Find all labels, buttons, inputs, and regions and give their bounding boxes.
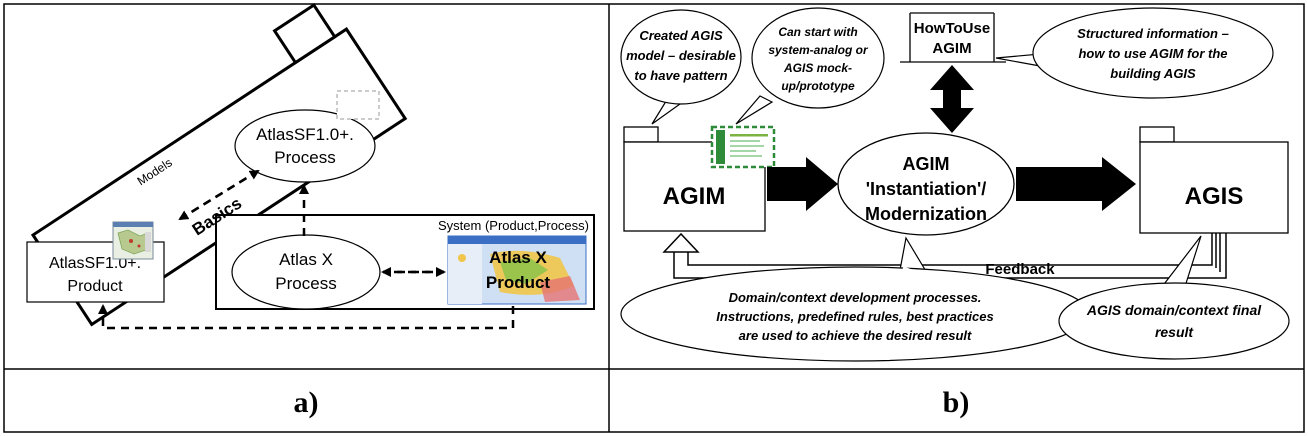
placeholder-image [336,90,380,120]
models-label: Models [135,155,175,188]
center-line3: Modernization [865,204,987,224]
product-feedback-line [98,304,515,330]
prototype-thumbnail [710,125,776,169]
sf-product-line2: Product [67,278,123,295]
agis-package [1139,126,1289,234]
bubble-structured-line3: building AGIS [1110,66,1196,81]
bubble-created-line1: Created AGIS [639,28,723,43]
atlas-process-line1: Atlas X [279,250,333,269]
sf-process-ellipse [234,109,376,183]
bubble-created-line2: model – desirable [626,48,736,63]
sf-process-line2: Process [274,148,335,167]
arrow-agim-to-center [767,157,838,211]
basics-arrow-back [179,169,260,221]
howto-line2: AGIM [932,40,971,57]
caption-b: b) [943,386,970,419]
bubble-domain-line2: Instructions, predefined rules, best pra… [716,309,993,324]
panel-a: Models System (Product,Process) AtlasSF1… [26,2,595,330]
bubble-start-line3: AGIS mock- [783,61,852,75]
bubble-start-line1: Can start with [778,25,857,39]
bubble-final-line1: AGIS domain/context final [1086,302,1262,318]
models-tab [272,2,337,65]
arrow-center-to-agis [1016,157,1136,211]
atlas-product-line1: Atlas X [489,248,547,267]
bubble-final-line2: result [1155,324,1194,340]
atlas-product-line2: Product [486,273,551,292]
howto-line1: HowToUse [914,20,990,37]
bubble-structured [995,7,1274,99]
bubble-domain [620,236,1090,362]
bubble-created [620,9,742,125]
atlas-product-screenshot [447,235,587,305]
howto-double-arrow [930,65,974,133]
panel-b: AGIM AGIS AGIM 'Instantiation'/ Moderniz… [620,7,1290,362]
agis-label: AGIS [1185,183,1244,210]
bubble-start-line4: up/prototype [781,79,855,93]
sf-process-line1: AtlasSF1.0+. [256,125,354,144]
caption-a: a) [294,386,319,419]
bubble-domain-line3: are used to achieve the desired result [739,328,972,343]
bubble-structured-line1: Structured information – [1077,26,1229,41]
center-line2: 'Instantiation'/ [866,179,987,199]
agim-label: AGIM [663,183,726,210]
bubble-created-line3: to have pattern [634,68,727,83]
feedback-label: Feedback [985,261,1055,278]
table-grid [3,3,1305,433]
howto-box [900,12,1006,63]
dashed-connectors [98,169,515,330]
bubble-domain-line1: Domain/context development processes. [729,290,982,305]
system-label: System (Product,Process) [438,218,589,233]
atlas-process-line2: Process [275,274,336,293]
bubble-final [1058,235,1290,360]
bubble-structured-line2: how to use AGIM for the [1078,46,1227,61]
bubble-start [735,7,885,125]
center-line1: AGIM [903,154,950,174]
map-thumbnail [112,221,154,260]
atlas-process-ellipse [231,234,381,310]
feedback-arrow [662,232,1227,279]
bubble-start-line2: system-analog or [768,43,869,57]
